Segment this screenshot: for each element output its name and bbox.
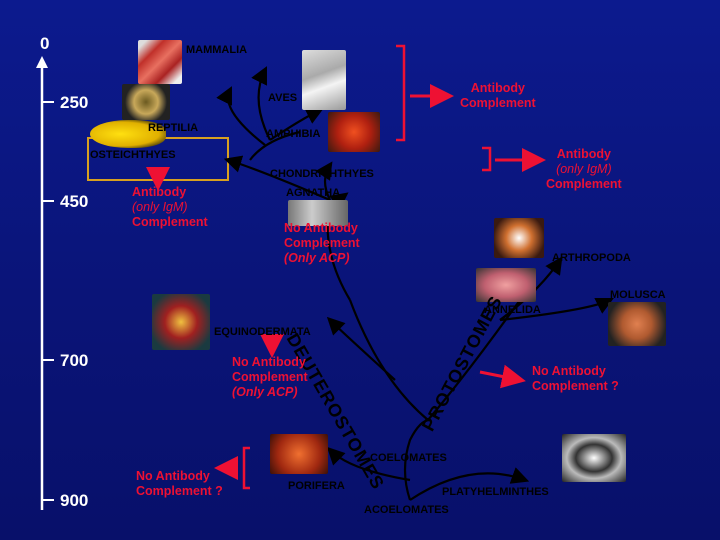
label-amphibia: AMPHIBIA	[266, 128, 321, 140]
photo-lamprey	[288, 200, 348, 226]
branch-reptilia	[216, 86, 266, 146]
branch-amphibia	[249, 130, 301, 161]
tick-250: 250	[60, 93, 89, 112]
photo-mollusc	[608, 302, 666, 346]
label-mollusca: MOLUSCA	[610, 289, 666, 301]
label-porifera: PORIFERA	[288, 480, 345, 492]
photo-amphibian	[328, 112, 380, 152]
bracket-fish	[482, 146, 492, 172]
branch-coelomates-root	[403, 418, 431, 501]
branch-equino	[326, 316, 396, 381]
branch-chondrichthyes	[315, 161, 333, 201]
photo-reptile	[122, 84, 170, 120]
branch-mollusca	[499, 298, 614, 322]
annot-no-antibody-proto: No Antibody Complement ?	[532, 364, 619, 393]
branch-deutero	[348, 299, 429, 421]
photo-sponge	[270, 434, 328, 474]
photo-echinoderm	[152, 294, 210, 350]
photo-worm	[476, 268, 536, 302]
branch-mammalia	[251, 66, 271, 141]
photo-bird	[302, 50, 346, 110]
timeline-arrowhead	[36, 56, 48, 68]
tick-900: 900	[60, 491, 89, 510]
tick-700: 700	[60, 351, 89, 370]
label-acoelomates: ACOELOMATES	[364, 504, 449, 516]
branch-aves	[269, 108, 324, 141]
bracket-tetrapods	[396, 44, 406, 142]
label-agnatha: AGNATHA	[286, 187, 341, 199]
annot-antibody-complement: Antibody Complement	[460, 81, 536, 110]
photo-flatworm	[562, 434, 626, 482]
annot-no-antibody-porifera: No Antibody Complement ?	[136, 469, 223, 498]
annot-no-antibody-echino: No Antibody Complement (Only ACP)	[232, 355, 308, 399]
arrow-proto	[479, 364, 526, 389]
label-osteichthyes: OSTEICHTHYES	[90, 149, 176, 161]
label-mammalia: MAMMALIA	[186, 44, 248, 56]
label-aves: AVES	[268, 92, 298, 104]
annot-antibody-igm-right: Antibody (only IgM) Complement	[546, 147, 622, 191]
photo-mammal	[138, 40, 182, 84]
label-chondrichthyes: CHONDRICHTHYES	[270, 168, 374, 180]
branch-porifera	[326, 446, 411, 482]
label-arthropoda: ARTHROPODA	[552, 252, 631, 264]
branch-proto	[427, 299, 521, 421]
photo-fish	[90, 120, 166, 148]
photo-butterfly	[494, 218, 544, 258]
label-platyhelminthes: PLATYHELMINTHES	[442, 486, 549, 498]
annot-antibody-igm-left: Antibody (only IgM) Complement	[132, 185, 208, 229]
label-coelomates: COELOMATES	[370, 452, 447, 464]
label-equinodermata: EQUINODERMATA	[214, 326, 311, 338]
annot-no-antibody-agnatha: No Antibody Complement (Only ACP)	[284, 221, 360, 265]
bracket-coelomates	[242, 446, 250, 490]
label-reptilia: REPTILIA	[148, 122, 199, 134]
tick-450: 450	[60, 192, 89, 211]
branch-acoelomates	[409, 467, 530, 501]
label-annelida: ANNELIDA	[484, 304, 541, 316]
branch-osteichthyes	[223, 155, 331, 202]
tick-0: 0	[40, 34, 50, 53]
